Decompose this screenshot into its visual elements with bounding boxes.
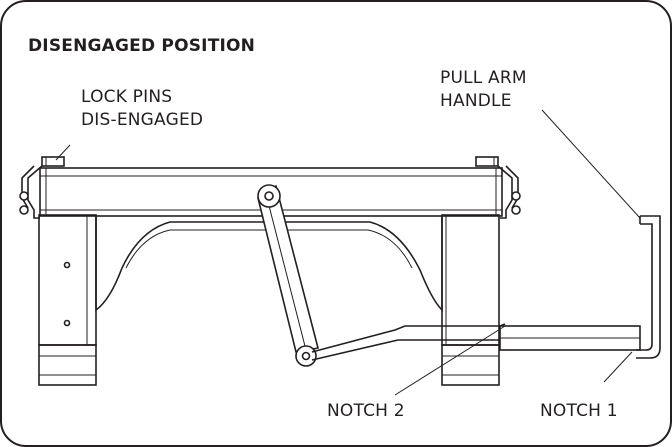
left-leg-hole-lower [63, 319, 71, 327]
pull-arm-label-line2: HANDLE [440, 91, 512, 111]
lock-pins-label: LOCK PINS DIS-ENGAGED [81, 86, 203, 132]
pull-arm-label-line1: PULL ARM [440, 68, 527, 88]
cam-lever [257, 184, 319, 367]
lock-pins-label-line1: LOCK PINS [81, 87, 173, 107]
right-lock-pin [475, 156, 521, 219]
leader-notch-2 [394, 325, 506, 396]
leader-pull-arm-handle [541, 109, 641, 219]
left-lock-pin [19, 156, 65, 219]
lock-pins-label-line2: DIS-ENGAGED [81, 110, 204, 130]
left-leg [38, 214, 97, 386]
leader-notch-1 [603, 351, 633, 383]
right-leg [441, 214, 500, 386]
leader-lock-pins [55, 144, 71, 161]
lever-pivot-upper [257, 184, 281, 208]
notch-1-label: NOTCH 1 [540, 401, 618, 421]
pull-arm-handle-label: PULL ARM HANDLE [440, 67, 527, 113]
pull-arm-rod [311, 215, 661, 361]
lever-pivot-lower [295, 345, 317, 367]
notch-2-label: NOTCH 2 [327, 401, 405, 421]
left-leg-hole-upper [63, 261, 71, 269]
diagram-title: DISENGAGED POSITION [28, 36, 256, 56]
